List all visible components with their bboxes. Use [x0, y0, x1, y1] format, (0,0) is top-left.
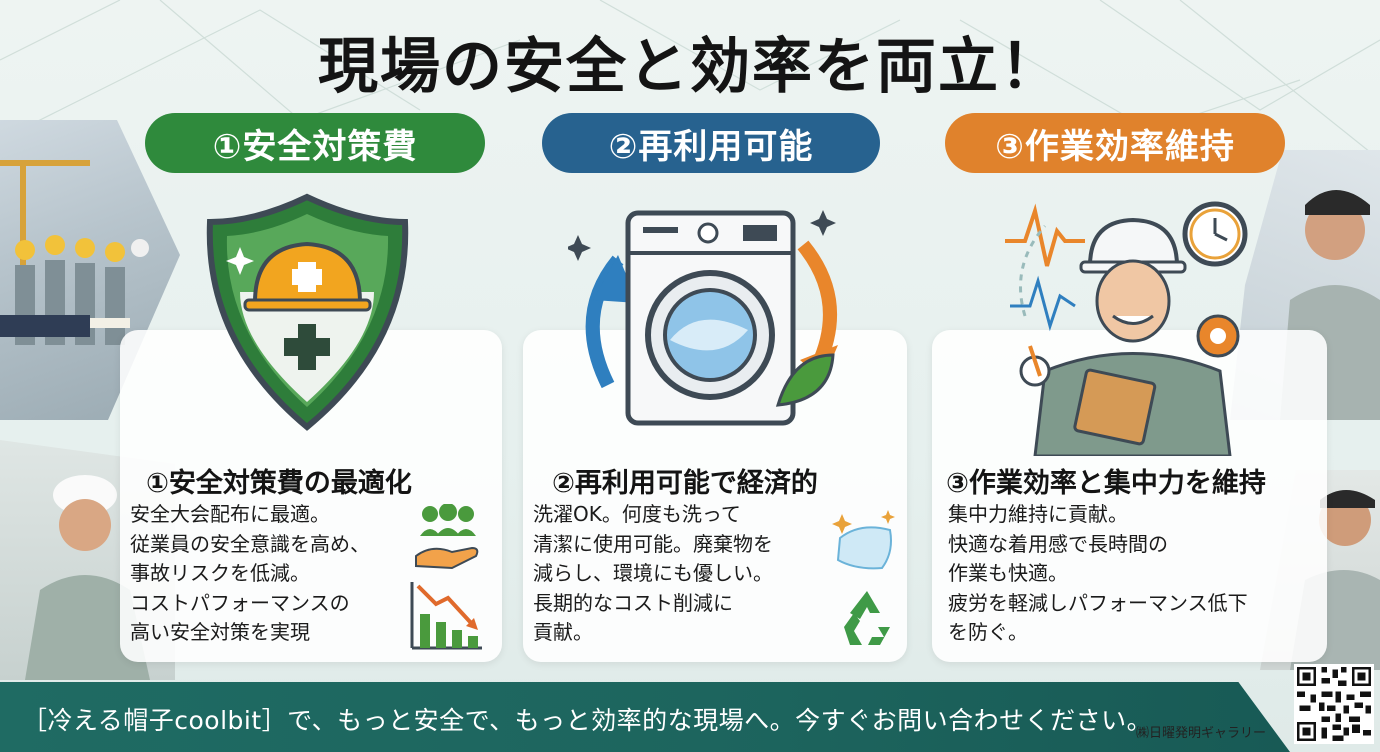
- worker-clipboard-icon: [1005, 201, 1248, 456]
- sparkle-towel-icon: [832, 510, 895, 570]
- card-text-efficiency: 集中力維持に貢献。 快適な着用感で長時間の 作業も快適。 疲労を軽減しパフォーマ…: [948, 500, 1248, 648]
- washing-machine-icon: [568, 210, 838, 426]
- card-line: 貢献。: [533, 620, 593, 644]
- card-line: 作業も快適。: [948, 561, 1068, 585]
- recycle-icon: [844, 591, 890, 645]
- card-heading-efficiency: ③作業効率と集中力を維持: [946, 468, 1266, 499]
- card-line: 長期的なコスト削減に: [533, 590, 733, 615]
- card-line: 洗濯OK。何度も洗って: [533, 502, 741, 526]
- card-heading-reusable: ②再利用可能で経済的: [552, 468, 818, 499]
- card-line: コストパフォーマンスの: [130, 590, 350, 615]
- card-line: 清潔に使用可能。廃棄物を: [533, 531, 773, 556]
- footer-banner: [0, 682, 1290, 752]
- card-heading-safety: ①安全対策費の最適化: [146, 468, 412, 499]
- card-text-reusable: 洗濯OK。何度も洗って 清潔に使用可能。廃棄物を 減らし、環境にも優しい。 長期…: [533, 500, 773, 648]
- pill-reusable: ②再利用可能: [542, 113, 880, 173]
- card-line: 快適な着用感で長時間の: [948, 531, 1168, 556]
- card-text-safety: 安全大会配布に最適。 従業員の安全意識を高め、 事故リスクを低減。 コストパフォ…: [130, 500, 370, 648]
- card-line: 疲労を軽減しパフォーマンス低下: [948, 590, 1248, 615]
- down-trend-chart-icon: [410, 582, 482, 650]
- card-line: 安全大会配布に最適。: [130, 502, 330, 526]
- card-line: 集中力維持に貢献。: [948, 502, 1128, 526]
- people-hand-icon: [415, 504, 479, 570]
- card-line: 従業員の安全意識を高め、: [130, 531, 370, 556]
- footer-cta-text: ［冷える帽子coolbit］で、もっと安全で、もっと効率的な現場へ。今すぐお問い…: [22, 706, 1153, 735]
- pill-work-efficiency: ③作業効率維持: [945, 113, 1285, 173]
- pill-safety-cost: ①安全対策費: [145, 113, 485, 173]
- qr-code-icon[interactable]: [1294, 664, 1374, 744]
- page-title: 現場の安全と効率を両立！: [318, 32, 1062, 102]
- card-line: 高い安全対策を実現: [130, 620, 310, 644]
- card-line: 減らし、環境にも優しい。: [533, 561, 773, 585]
- card-line: を防ぐ。: [948, 620, 1028, 644]
- company-name: ㈱日曜発明ギャラリー: [1136, 726, 1267, 741]
- shield-helmet-icon: [206, 193, 409, 431]
- card-line: 事故リスクを低減。: [130, 561, 310, 585]
